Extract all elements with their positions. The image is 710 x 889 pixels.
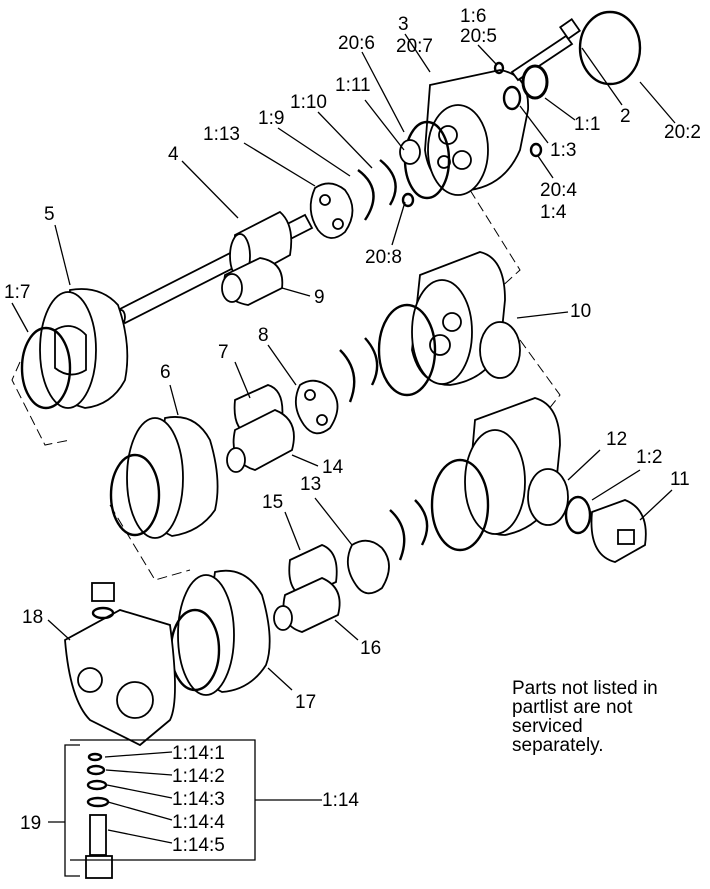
label-1-3: 1:3 xyxy=(550,140,576,161)
seal-set-lower xyxy=(346,499,429,595)
label-6: 6 xyxy=(160,362,171,383)
label-8: 8 xyxy=(258,325,269,346)
label-1-11: 1:11 xyxy=(335,75,371,96)
label-1-10: 1:10 xyxy=(290,92,327,113)
plug-part-11 xyxy=(590,499,647,563)
service-note-line-2: partlist are not xyxy=(512,697,633,718)
label-1-14-1: 1:14:1 xyxy=(172,743,225,764)
washer-part-1-6 xyxy=(493,61,505,75)
label-9: 9 xyxy=(314,287,325,308)
relief-valve-part-19 xyxy=(85,752,113,879)
cover-part-6 xyxy=(109,416,219,539)
label-20-2: 20:2 xyxy=(664,122,701,143)
washer-part-20-4 xyxy=(529,142,543,158)
seal-set-upper xyxy=(309,159,397,239)
label-17: 17 xyxy=(295,692,316,713)
dowel-part-1-11 xyxy=(399,139,421,165)
label-1-14-4: 1:14:4 xyxy=(172,812,225,833)
label-1-14-3: 1:14:3 xyxy=(172,789,225,810)
o-ring-section-12 xyxy=(430,458,490,552)
label-1-14-2: 1:14:2 xyxy=(172,766,225,787)
label-3: 3 xyxy=(398,14,409,35)
label-20-7: 20:7 xyxy=(396,36,433,57)
bearing-part-1-1 xyxy=(521,64,549,100)
label-1-2: 1:2 xyxy=(636,447,662,468)
label-1-7: 1:7 xyxy=(4,282,30,303)
label-19: 19 xyxy=(20,813,41,834)
seal-part-1-3 xyxy=(502,85,522,111)
end-cover-part-3 xyxy=(424,69,529,196)
label-1-9: 1:9 xyxy=(258,108,284,129)
bolt-part-2 xyxy=(510,17,582,82)
service-note-line-3: serviced xyxy=(512,716,583,737)
o-ring-part-1-7 xyxy=(20,326,72,410)
o-ring-section-10 xyxy=(377,303,437,397)
label-20-8: 20:8 xyxy=(365,247,402,268)
label-13: 13 xyxy=(300,474,321,495)
alignment-lines xyxy=(11,189,561,581)
label-1-6: 1:6 xyxy=(460,6,486,27)
label-15: 15 xyxy=(262,492,283,513)
pump-section-part-12 xyxy=(464,397,569,536)
o-ring-part-20-2 xyxy=(578,10,642,86)
gear-part-16 xyxy=(273,577,341,633)
label-18: 18 xyxy=(22,607,43,628)
label-1-13: 1:13 xyxy=(203,124,240,145)
label-2: 2 xyxy=(620,106,631,127)
seal-part-1-2 xyxy=(564,495,592,535)
drive-shaft-part-4 xyxy=(116,210,314,325)
service-note: Parts not listed in partlist are not ser… xyxy=(512,679,702,755)
gear-part-14 xyxy=(226,409,295,473)
label-11: 11 xyxy=(670,469,690,490)
front-cover-part-5 xyxy=(39,288,129,409)
label-12: 12 xyxy=(606,429,627,450)
label-1-14-5: 1:14:5 xyxy=(172,835,225,856)
seal-set-middle xyxy=(294,337,379,435)
cover-part-17 xyxy=(169,569,271,696)
label-20-5: 20:5 xyxy=(460,26,497,47)
service-note-line-4: separately. xyxy=(512,735,604,756)
label-1-14: 1:14 xyxy=(322,790,359,811)
service-note-line-1: Parts not listed in xyxy=(512,678,658,699)
label-5: 5 xyxy=(44,204,55,225)
leader-lines xyxy=(11,33,676,877)
label-7: 7 xyxy=(218,342,229,363)
callout-labels: 3 20:7 20:6 1:6 20:5 1:11 1:10 1:9 1:13 … xyxy=(4,6,701,856)
label-10: 10 xyxy=(570,301,591,322)
label-20-4: 20:4 xyxy=(540,180,577,201)
label-4: 4 xyxy=(168,144,179,165)
valve-body-part-18 xyxy=(64,582,176,747)
label-1-1: 1:1 xyxy=(574,114,600,135)
label-16: 16 xyxy=(360,638,381,659)
label-20-6: 20:6 xyxy=(338,33,375,54)
o-ring-part-20-8 xyxy=(401,192,415,208)
label-14: 14 xyxy=(322,457,344,478)
label-1-4: 1:4 xyxy=(540,202,567,223)
